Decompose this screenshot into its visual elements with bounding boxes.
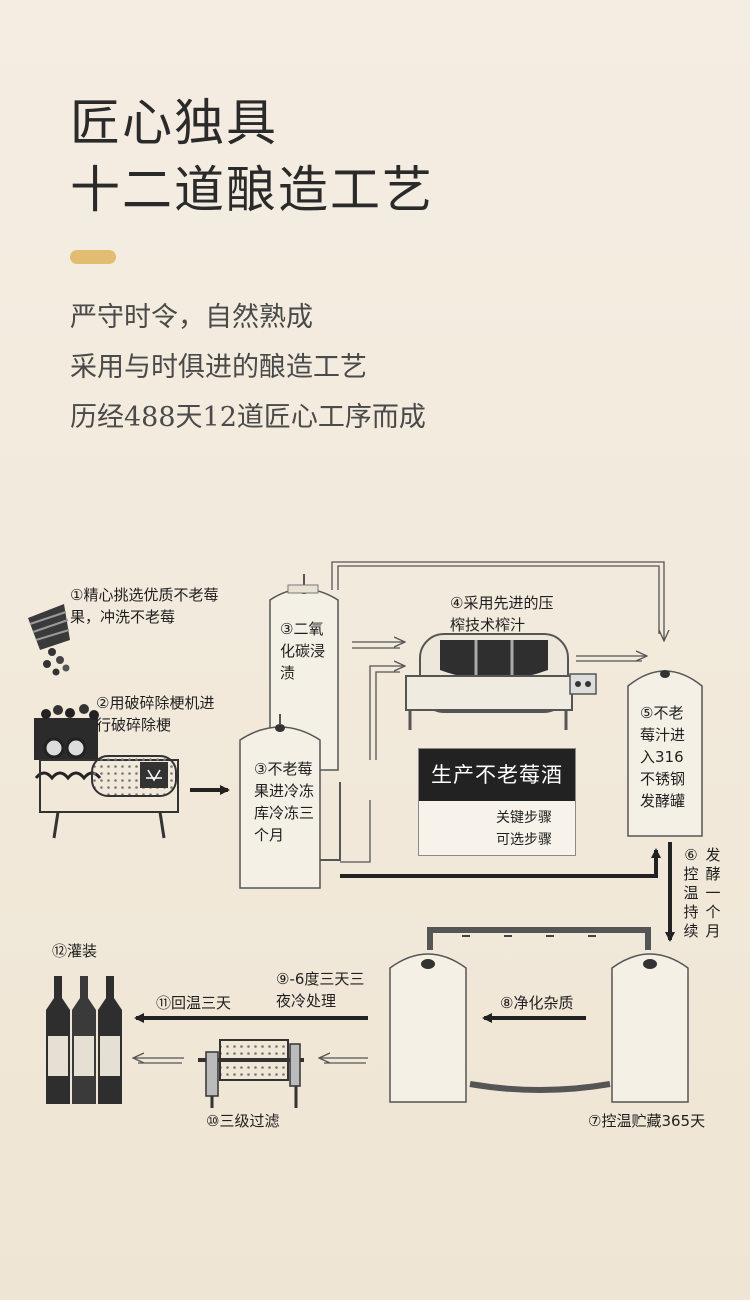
step-6b-label: 发酵一个月: [705, 846, 721, 940]
legend-box: 生产不老莓酒: [418, 748, 576, 856]
freezer-tank: [239, 714, 341, 889]
optional-arrows-to-press: [340, 642, 404, 863]
intro-line-2: 采用与时俱进的酿造工艺: [70, 352, 367, 383]
crusher-machine-illustration: [34, 704, 179, 839]
step-2-label: ②用破碎除梗机进行破碎除梗: [96, 694, 215, 734]
step-1-label: ①精心挑选优质不老莓果，冲洗不老莓: [70, 586, 219, 626]
step-3b-label: ③不老莓果进冷冻库冷冻三个月: [254, 760, 315, 844]
step-3a-label: ③二氧化碳浸渍: [280, 620, 326, 682]
page-title-line-2: 十二道酿造工艺: [70, 161, 434, 219]
accent-bar: [70, 250, 116, 264]
legend-title: 生产不老莓酒: [419, 749, 575, 801]
storage-tanks: [389, 927, 689, 1103]
fermentation-tank: [627, 670, 703, 837]
step-8-label: ⑧净化杂质: [500, 994, 574, 1012]
press-machine-illustration: [405, 633, 597, 730]
filter-machine-illustration: [198, 1039, 304, 1108]
intro-line-3: 历经488天12道匠心工序而成: [70, 402, 426, 433]
step-6a-label: ⑥控温持续: [683, 846, 699, 940]
intro-line-1: 严守时令，自然熟成: [70, 302, 313, 333]
legend-key-step-label: 关键步骤: [496, 810, 552, 826]
step-12-label: ⑫灌装: [52, 942, 98, 960]
co2-tank: [269, 574, 339, 771]
page-title-line-1: 匠心独具: [70, 94, 278, 152]
step-5-label: ⑤不老莓汁进入316不锈钢发酵罐: [640, 704, 686, 810]
berry-basket-illustration: [28, 604, 70, 676]
step-7-label: ⑦控温贮藏365天: [588, 1112, 706, 1130]
step-10-label: ⑩三级过滤: [206, 1112, 280, 1130]
wine-bottles-illustration: [46, 976, 122, 1104]
step-4-label: ④采用先进的压榨技术榨汁: [450, 594, 554, 634]
step-11-label: ⑪回温三天: [156, 994, 232, 1012]
legend-optional-step-label: 可选步骤: [496, 832, 552, 848]
step-9-label: ⑨-6度三天三夜冷处理: [276, 970, 365, 1010]
